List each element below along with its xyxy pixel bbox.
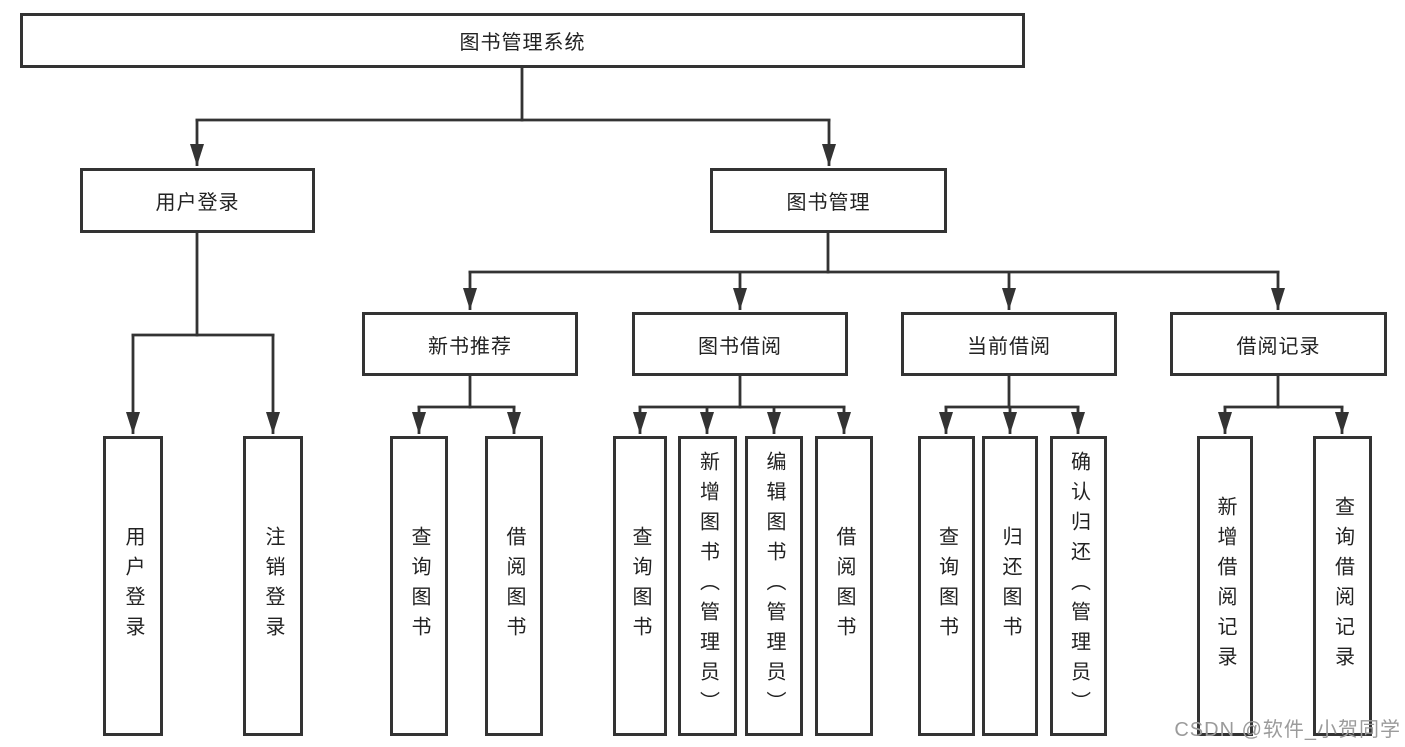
leaf-query-book-borrow-label: 查询图书 bbox=[629, 526, 651, 646]
leaf-logout-label: 注销登录 bbox=[262, 526, 284, 646]
leaf-logout: 注销登录 bbox=[243, 436, 303, 736]
node-library-system-label: 图书管理系统 bbox=[459, 32, 586, 54]
leaf-borrow-book-recommend-label: 借阅图书 bbox=[503, 526, 525, 646]
node-book-borrow: 图书借阅 bbox=[632, 312, 848, 376]
leaf-confirm-return-admin: 确认归还（管理员） bbox=[1050, 436, 1107, 736]
node-book-borrow-label: 图书借阅 bbox=[698, 335, 782, 358]
leaf-user-login-label: 用户登录 bbox=[122, 526, 144, 646]
leaf-add-book-admin-label: 新增图书（管理员） bbox=[696, 451, 719, 721]
leaf-query-book-current: 查询图书 bbox=[918, 436, 975, 736]
leaf-borrow-book-recommend: 借阅图书 bbox=[485, 436, 543, 736]
leaf-query-borrow-record: 查询借阅记录 bbox=[1313, 436, 1372, 736]
leaf-edit-book-admin: 编辑图书（管理员） bbox=[745, 436, 803, 736]
leaf-return-book-label: 归还图书 bbox=[999, 526, 1021, 646]
leaf-query-book-recommend-label: 查询图书 bbox=[408, 526, 430, 646]
node-user-login-label: 用户登录 bbox=[155, 192, 240, 214]
node-book-management-label: 图书管理 bbox=[786, 192, 871, 214]
node-book-management: 图书管理 bbox=[710, 168, 947, 233]
leaf-borrow-book-label: 借阅图书 bbox=[833, 526, 855, 646]
leaf-query-book-borrow: 查询图书 bbox=[613, 436, 667, 736]
leaf-query-borrow-record-label: 查询借阅记录 bbox=[1331, 496, 1354, 676]
leaf-query-book-recommend: 查询图书 bbox=[390, 436, 448, 736]
leaf-add-borrow-record: 新增借阅记录 bbox=[1197, 436, 1253, 736]
node-borrow-records: 借阅记录 bbox=[1170, 312, 1387, 376]
leaf-return-book: 归还图书 bbox=[982, 436, 1038, 736]
leaf-add-borrow-record-label: 新增借阅记录 bbox=[1214, 496, 1236, 676]
watermark: CSDN @软件_小贺同学 bbox=[1174, 719, 1401, 741]
node-current-borrow: 当前借阅 bbox=[901, 312, 1117, 376]
leaf-confirm-return-admin-label: 确认归还（管理员） bbox=[1067, 451, 1090, 721]
node-user-login: 用户登录 bbox=[80, 168, 315, 233]
node-borrow-records-label: 借阅记录 bbox=[1236, 335, 1321, 358]
node-new-book-recommend-label: 新书推荐 bbox=[428, 335, 512, 358]
leaf-borrow-book: 借阅图书 bbox=[815, 436, 873, 736]
leaf-user-login: 用户登录 bbox=[103, 436, 163, 736]
node-current-borrow-label: 当前借阅 bbox=[967, 335, 1051, 358]
leaf-add-book-admin: 新增图书（管理员） bbox=[678, 436, 737, 736]
node-new-book-recommend: 新书推荐 bbox=[362, 312, 578, 376]
node-library-system: 图书管理系统 bbox=[20, 13, 1025, 68]
leaf-edit-book-admin-label: 编辑图书（管理员） bbox=[763, 451, 785, 721]
leaf-query-book-current-label: 查询图书 bbox=[935, 526, 958, 646]
